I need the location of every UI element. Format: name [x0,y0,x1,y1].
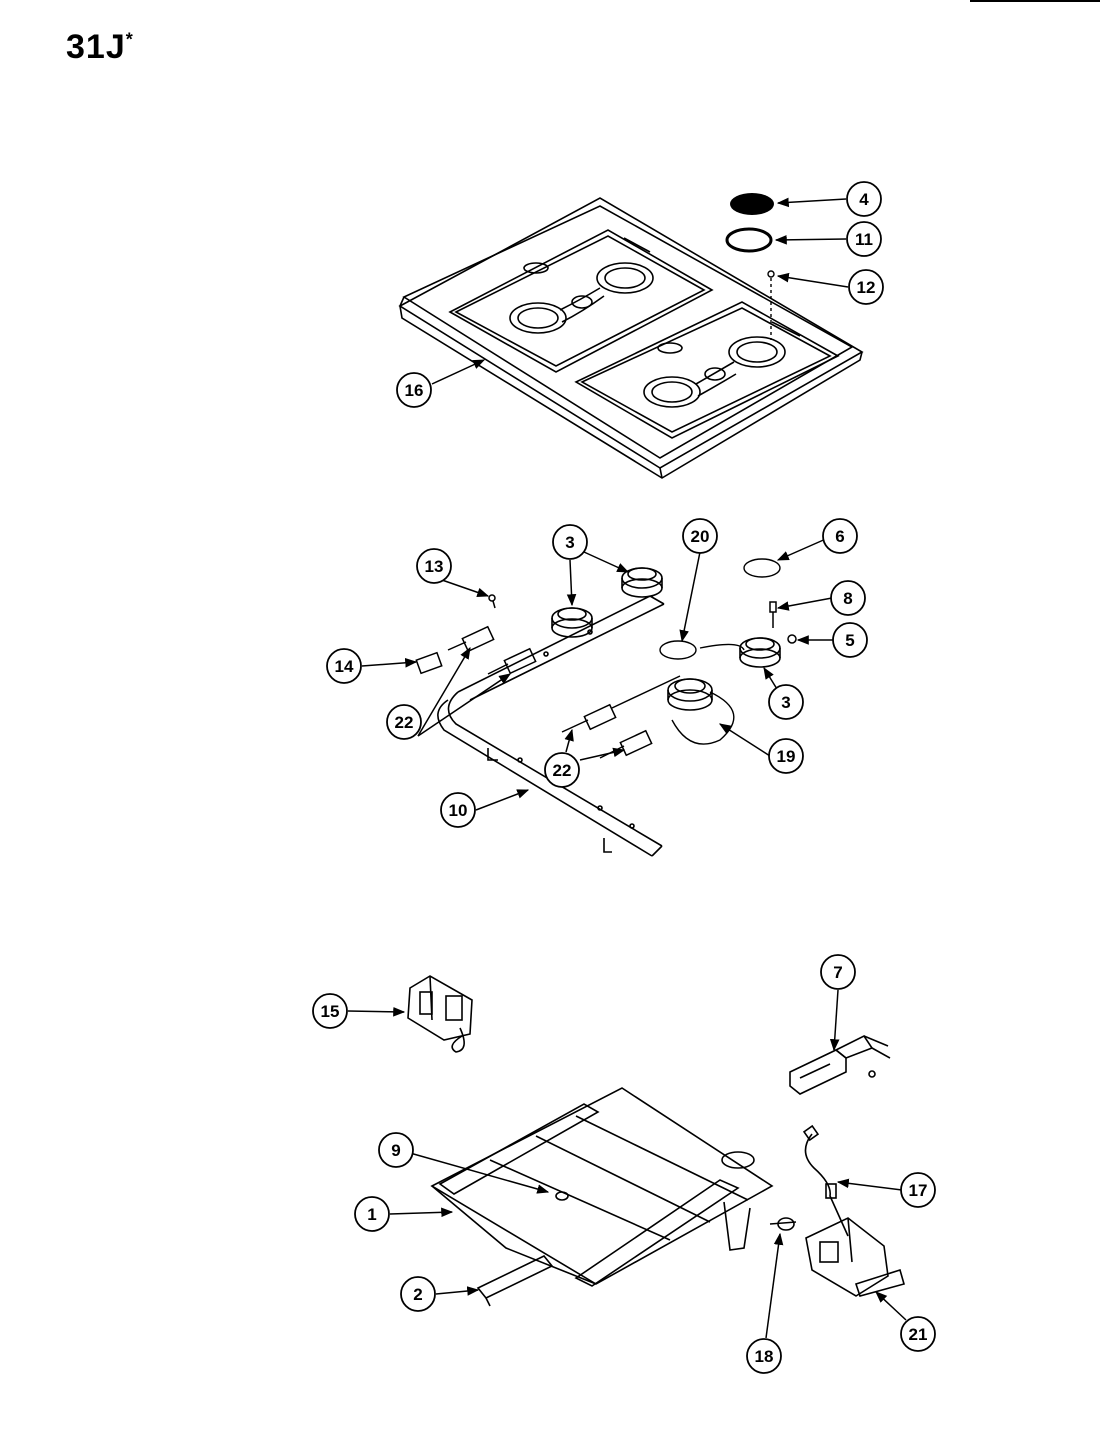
callout-circle [830,580,866,616]
callout-circle [768,738,804,774]
callout-c9: 9 [378,1132,414,1168]
callout-c4: 4 [846,181,882,217]
terminal-block-part [407,975,473,1053]
callout-c18: 18 [746,1338,782,1374]
callout-label: 12 [857,278,876,297]
burner-cap-part [730,193,774,215]
callout-circle [822,518,858,554]
callout-circle [552,524,588,560]
callout-label: 5 [845,631,854,650]
callout-c15: 15 [312,993,348,1029]
callout-circle [768,684,804,720]
top-rule [970,0,1100,2]
callout-c7: 7 [820,954,856,990]
callout-label: 9 [391,1141,400,1160]
callout-label: 21 [909,1325,928,1344]
callout-c6: 6 [822,518,858,554]
burner-part [551,567,781,711]
callout-c3b: 3 [768,684,804,720]
callout-label: 2 [413,1285,422,1304]
thermostat-valve-part [769,1124,905,1297]
callout-circle [354,1196,390,1232]
screw-part [767,270,775,340]
callout-label: 13 [425,557,444,576]
callout-label: 8 [843,589,852,608]
callout-circle [832,622,868,658]
broiler-tray-part [430,1087,774,1287]
callout-c12: 12 [848,269,884,305]
callout-circle [544,752,580,788]
callout-label: 19 [777,747,796,766]
manifold-part [437,595,665,857]
callout-label: 14 [335,657,354,676]
switch-part [789,1034,891,1095]
callout-c20: 20 [682,518,718,554]
callout-circle [820,954,856,990]
callout-circle [378,1132,414,1168]
callout-c19: 19 [768,738,804,774]
leader-lines [347,197,907,1339]
callout-circle [326,648,362,684]
bracket-part [476,1255,554,1307]
callout-label: 11 [855,230,873,249]
callout-circle [312,993,348,1029]
callout-c2: 2 [400,1276,436,1312]
callout-circle [900,1316,936,1352]
callout-circle [846,181,882,217]
callout-c21: 21 [900,1316,936,1352]
cooktop-part [398,197,864,479]
callout-circle [400,1276,436,1312]
callout-label: 1 [367,1205,376,1224]
callout-c3a: 3 [552,524,588,560]
callout-c22b: 22 [544,752,580,788]
callout-label: 10 [449,801,468,820]
callout-c1: 1 [354,1196,390,1232]
callout-label: 15 [321,1002,340,1021]
callout-c5: 5 [832,622,868,658]
callout-c16: 16 [396,372,432,408]
callout-label: 18 [755,1347,774,1366]
callout-circle [396,372,432,408]
ring-part [725,227,773,253]
title-main: 31J [66,28,126,66]
callout-label: 22 [395,713,414,732]
callout-label: 16 [405,381,424,400]
callout-label: 4 [859,190,869,209]
callout-label: 6 [835,527,844,546]
callout-c8: 8 [830,580,866,616]
callout-c14: 14 [326,648,362,684]
callout-label: 17 [909,1181,928,1200]
page-title: 31J* [66,28,134,67]
callout-circle [440,792,476,828]
callout-label: 3 [565,533,574,552]
callout-label: 20 [691,527,710,546]
callout-circle [416,548,452,584]
callout-label: 3 [781,693,790,712]
callout-c22a: 22 [386,704,422,740]
title-sup: * [125,29,134,50]
callout-circle [682,518,718,554]
callout-c17: 17 [900,1172,936,1208]
callout-c11: 11 [846,221,882,257]
callout-circle [386,704,422,740]
igniter-tube-part [659,558,781,745]
callout-label: 22 [553,761,572,780]
callout-circle [846,221,882,257]
callout-circle [848,269,884,305]
callout-label: 7 [833,963,842,982]
callout-c10: 10 [440,792,476,828]
callout-circle [746,1338,782,1374]
callout-circle [900,1172,936,1208]
callout-c13: 13 [416,548,452,584]
